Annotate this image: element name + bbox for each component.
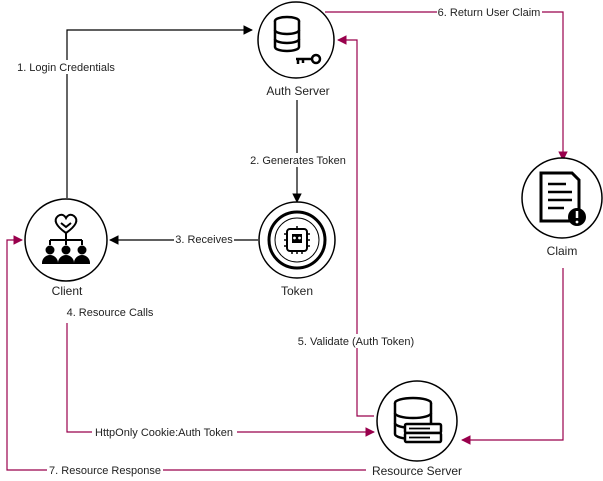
document-warning-icon [539, 171, 586, 226]
token-node[interactable] [258, 201, 336, 279]
label-login-credentials: 1. Login Credentials [14, 60, 118, 74]
resource-server-label: Resource Server [372, 464, 462, 478]
edge-login-credentials [66, 25, 253, 198]
svg-text:4. Resource Calls: 4. Resource Calls [67, 307, 154, 319]
edge-validate-auth-token [337, 35, 374, 417]
svg-text:1. Login Credentials: 1. Login Credentials [17, 62, 115, 74]
token-chip-icon [267, 210, 327, 270]
client-node[interactable] [24, 198, 108, 282]
resource-server-node[interactable] [376, 380, 458, 462]
edge-resource-response [6, 235, 366, 471]
label-http-only-cookie: HttpOnly Cookie:Auth Token [92, 425, 237, 439]
edge-claim-to-resource-server [461, 268, 564, 445]
token-label: Token [281, 284, 313, 298]
svg-text:5. Validate (Auth Token): 5. Validate (Auth Token) [298, 336, 414, 348]
label-validate-auth-token: 5. Validate (Auth Token) [296, 334, 416, 348]
database-key-icon [273, 15, 322, 65]
claim-label: Claim [547, 244, 578, 258]
label-resource-response: 7. Resource Response [47, 463, 163, 477]
handshake-team-icon [41, 213, 91, 264]
client-label: Client [52, 284, 83, 298]
edge-http-only-cookie [66, 323, 375, 437]
database-server-icon [393, 396, 443, 444]
auth-server-node[interactable] [257, 1, 335, 79]
label-resource-calls: 4. Resource Calls [66, 305, 156, 319]
label-return-user-claim: 6. Return User Claim [437, 5, 542, 19]
edge-return-user-claim [325, 11, 568, 161]
label-receives: 3. Receives [174, 233, 234, 247]
svg-text:6. Return User Claim: 6. Return User Claim [438, 7, 541, 19]
auth-server-label: Auth Server [266, 84, 329, 98]
claim-node[interactable] [521, 157, 603, 239]
label-generates-token: 2. Generates Token [248, 153, 348, 167]
svg-text:7. Resource Response: 7. Resource Response [49, 465, 161, 477]
svg-text:HttpOnly Cookie:Auth Token: HttpOnly Cookie:Auth Token [95, 427, 233, 439]
svg-text:3. Receives: 3. Receives [175, 234, 233, 246]
svg-text:2. Generates Token: 2. Generates Token [250, 155, 346, 167]
